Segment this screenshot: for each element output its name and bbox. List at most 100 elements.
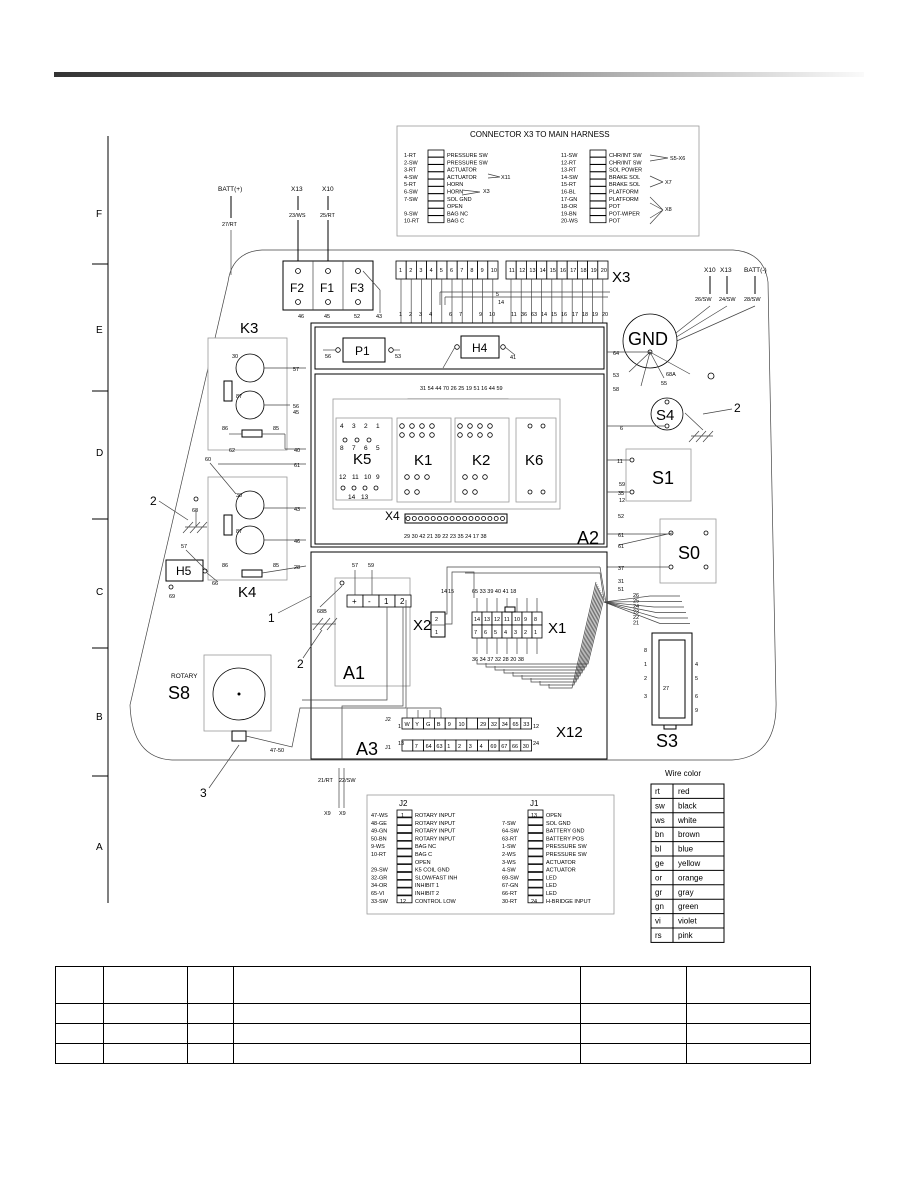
svg-text:X3: X3 — [483, 189, 490, 195]
svg-text:PRESSURE SW: PRESSURE SW — [546, 844, 587, 850]
svg-text:10: 10 — [491, 268, 497, 274]
svg-text:69-SW: 69-SW — [502, 875, 520, 881]
svg-text:17: 17 — [572, 312, 578, 318]
svg-text:1: 1 — [644, 662, 647, 668]
svg-text:6: 6 — [484, 630, 487, 636]
svg-text:5: 5 — [695, 676, 698, 682]
wire-color-code: rs — [655, 931, 662, 940]
x3-right-wire: 16-BL — [561, 190, 576, 196]
x3-left-wire: 7-SW — [404, 197, 419, 203]
s0-switch: S0 52 61 61 37 31 51 — [607, 514, 717, 593]
x1-label: X1 — [548, 620, 566, 637]
svg-text:BAG C: BAG C — [415, 852, 432, 858]
x3-label: X3 — [612, 269, 630, 286]
svg-text:24: 24 — [531, 899, 537, 905]
svg-text:3: 3 — [469, 744, 472, 750]
svg-text:14: 14 — [541, 312, 547, 318]
svg-text:LED: LED — [546, 875, 557, 881]
svg-text:47-50: 47-50 — [270, 748, 284, 754]
svg-text:3: 3 — [352, 423, 356, 430]
svg-text:68B: 68B — [317, 609, 327, 615]
svg-text:11: 11 — [509, 268, 515, 274]
svg-text:2: 2 — [458, 744, 461, 750]
callout-2-middle: 2 — [297, 657, 304, 671]
svg-text:K5 COIL GND: K5 COIL GND — [415, 868, 450, 874]
svg-text:H4: H4 — [472, 341, 488, 355]
svg-text:6: 6 — [620, 426, 623, 432]
x3-left-func: OPEN — [447, 204, 463, 210]
svg-text:7: 7 — [474, 630, 477, 636]
a1-label: A1 — [343, 663, 365, 683]
x3-right-func: PLATFORM — [609, 197, 639, 203]
svg-text:33-SW: 33-SW — [371, 899, 389, 905]
svg-text:23: 23 — [633, 610, 639, 616]
svg-text:-: - — [368, 597, 371, 606]
svg-text:62: 62 — [229, 448, 235, 454]
x3-right-func: BRAKE SOL — [609, 182, 640, 188]
svg-text:3: 3 — [419, 312, 422, 318]
svg-text:53: 53 — [395, 354, 401, 360]
svg-text:13: 13 — [531, 813, 537, 819]
svg-text:10: 10 — [514, 617, 520, 623]
svg-text:4: 4 — [695, 662, 698, 668]
svg-text:Wire color: Wire color — [665, 769, 701, 778]
a1-pin — [362, 594, 380, 608]
svg-text:49-GN: 49-GN — [371, 829, 387, 835]
svg-text:1: 1 — [399, 312, 402, 318]
svg-text:7: 7 — [415, 744, 418, 750]
svg-text:31: 31 — [618, 579, 624, 585]
svg-text:7: 7 — [352, 445, 356, 452]
svg-text:24/SW: 24/SW — [719, 297, 736, 303]
svg-text:19: 19 — [592, 312, 598, 318]
svg-text:32: 32 — [491, 722, 497, 728]
svg-text:X10: X10 — [704, 267, 716, 274]
svg-text:69: 69 — [169, 594, 175, 600]
wire-color-code: bn — [655, 830, 664, 839]
svg-text:11: 11 — [617, 459, 623, 465]
svg-text:SOL GND: SOL GND — [546, 821, 571, 827]
svg-text:32-GR: 32-GR — [371, 875, 387, 881]
svg-text:33: 33 — [523, 722, 529, 728]
svg-text:1: 1 — [398, 724, 401, 730]
svg-text:3: 3 — [644, 694, 647, 700]
x3-right-func: BRAKE SOL — [609, 175, 640, 181]
svg-text:Y: Y — [415, 722, 419, 728]
svg-text:66: 66 — [212, 581, 218, 587]
svg-text:14: 14 — [540, 268, 546, 274]
svg-text:57: 57 — [293, 367, 299, 373]
svg-text:56: 56 — [325, 354, 331, 360]
x3-left-func: PRESSURE SW — [447, 160, 488, 166]
x3-left-wire: 9-SW — [404, 211, 419, 217]
svg-text:12: 12 — [400, 899, 406, 905]
svg-text:1: 1 — [376, 423, 380, 430]
x3-right-wire: 12-RT — [561, 160, 577, 166]
svg-text:INHIBIT 1: INHIBIT 1 — [415, 883, 439, 889]
grid-rail: F E D C B A — [92, 136, 109, 903]
wire-color-code: gr — [655, 888, 662, 897]
svg-text:40: 40 — [294, 448, 300, 454]
svg-text:INHIBIT 2: INHIBIT 2 — [415, 891, 439, 897]
x3-right-func: SOL POWER — [609, 168, 642, 174]
svg-text:X7: X7 — [665, 180, 672, 186]
svg-text:1: 1 — [447, 744, 450, 750]
svg-text:8: 8 — [644, 648, 647, 654]
wire-color-name: black — [678, 801, 698, 810]
svg-text:ACTUATOR: ACTUATOR — [546, 868, 576, 874]
svg-text:S1: S1 — [652, 468, 674, 488]
svg-text:14: 14 — [441, 589, 447, 595]
wire-color-name: violet — [678, 917, 697, 926]
a2-board: A2 P1 56 53 H4 41 31 54 44 70 26 25 19 5… — [310, 322, 608, 548]
svg-text:1: 1 — [401, 813, 404, 819]
svg-text:46: 46 — [298, 314, 304, 320]
wire-color-code: sw — [655, 801, 665, 810]
x3-right-wire: 20-WS — [561, 219, 578, 225]
svg-text:55: 55 — [661, 381, 667, 387]
svg-text:65: 65 — [513, 722, 519, 728]
x3-right-wire: 15-RT — [561, 182, 577, 188]
svg-text:12: 12 — [494, 617, 500, 623]
svg-text:35: 35 — [618, 491, 624, 497]
svg-text:66: 66 — [512, 744, 518, 750]
svg-text:3-WS: 3-WS — [502, 860, 516, 866]
svg-text:9-WS: 9-WS — [371, 844, 385, 850]
